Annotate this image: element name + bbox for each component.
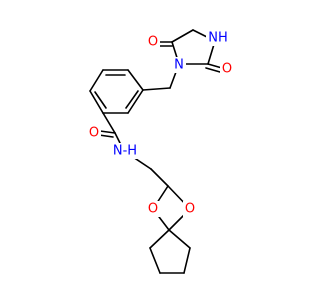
double-bond [207, 63, 223, 69]
oxygen-label: O [185, 202, 195, 217]
amide-nh-label: N‑H [113, 144, 137, 159]
imide-nh-label: NH [208, 31, 228, 46]
chemical-structure: O NH O N O N‑H O O [87, 29, 234, 274]
oxygen-label: O [148, 35, 158, 50]
aromatic-bond [125, 90, 139, 109]
bond [127, 89, 144, 114]
bond [183, 247, 191, 274]
bond [89, 69, 104, 92]
bonds [89, 29, 223, 274]
bond [150, 168, 169, 187]
bond [89, 90, 104, 114]
bond [142, 87, 171, 91]
double-bond [205, 67, 221, 73]
imide-n-label: N [174, 58, 184, 73]
double-bond [99, 130, 116, 134]
atom-labels: O NH O N O N‑H O O [87, 30, 234, 217]
bond [127, 69, 144, 91]
bond [149, 229, 170, 249]
oxygen-label: O [89, 126, 99, 141]
bond [149, 247, 161, 274]
aromatic-bond [94, 91, 107, 109]
bond [168, 229, 191, 249]
bond [171, 29, 194, 43]
oxygen-label: O [148, 202, 158, 217]
bond [102, 112, 116, 134]
double-bond [98, 134, 114, 138]
oxygen-label: O [222, 62, 232, 77]
